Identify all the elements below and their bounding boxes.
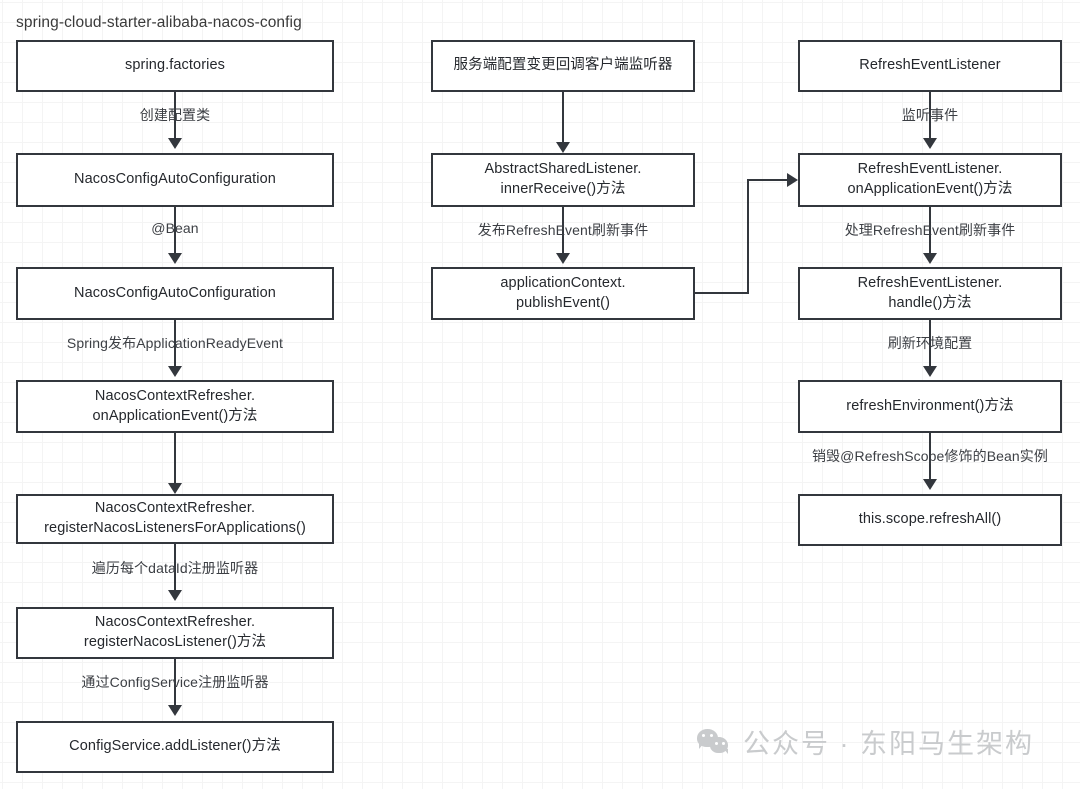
- node-label: NacosConfigAutoConfiguration: [74, 171, 276, 188]
- edge-arrowhead: [168, 483, 182, 494]
- watermark-text: 公众号 · 东阳马生架构: [743, 729, 1034, 759]
- node-label-line2: onApplicationEvent()方法: [847, 181, 1013, 197]
- node-label-line2: registerNacosListenersForApplications(): [44, 520, 306, 536]
- edge-label-iterate-dataid-register-listener: 遍历每个dataId注册监听器: [91, 560, 259, 576]
- edge-line: [929, 207, 931, 255]
- edge-label-listen-event: 监听事件: [901, 107, 959, 123]
- edge-arrowhead: [923, 479, 937, 490]
- edge-arrowhead: [923, 253, 937, 264]
- node-label: ConfigService.addListener()方法: [69, 738, 281, 755]
- edge-label-destroy-refresh-scope-beans: 销毁@RefreshScope修饰的Bean实例: [811, 448, 1049, 464]
- edge-line: [562, 92, 564, 146]
- node-nacos-context-refresher-on-application-event[interactable]: NacosContextRefresher. onApplicationEven…: [16, 380, 334, 433]
- left-column-title: spring-cloud-starter-alibaba-nacos-confi…: [16, 14, 302, 31]
- cross-edge-segment-h1: [695, 292, 749, 294]
- node-configservice-add-listener[interactable]: ConfigService.addListener()方法: [16, 721, 334, 773]
- node-label: RefreshEventListener: [859, 57, 1001, 74]
- node-label-line2: onApplicationEvent()方法: [92, 407, 258, 424]
- edge-arrowhead: [168, 590, 182, 601]
- node-nacos-config-auto-configuration-2[interactable]: NacosConfigAutoConfiguration: [16, 267, 334, 320]
- node-label: NacosConfigAutoConfiguration: [74, 284, 276, 301]
- node-label-line1: NacosContextRefresher.: [94, 387, 256, 404]
- edge-label-refresh-environment-config: 刷新环境配置: [887, 335, 973, 351]
- edge-label-bean: @Bean: [151, 220, 199, 236]
- node-label-line2: registerNacosListener()方法: [83, 634, 267, 650]
- node-refresh-environment[interactable]: refreshEnvironment()方法: [798, 380, 1062, 433]
- edge-line: [174, 544, 176, 592]
- edge-arrowhead: [168, 253, 182, 264]
- node-label: 服务端配置变更回调客户端监听器: [453, 57, 673, 74]
- node-spring-factories[interactable]: spring.factories: [16, 40, 334, 92]
- edge-line: [929, 92, 931, 140]
- node-label: spring.factories: [125, 57, 225, 74]
- edge-line: [174, 207, 176, 255]
- edge-arrowhead: [168, 705, 182, 716]
- node-nacos-context-refresher-register-nacos-listener[interactable]: NacosContextRefresher. registerNacosList…: [16, 607, 334, 659]
- node-nacos-config-auto-configuration-1[interactable]: NacosConfigAutoConfiguration: [16, 153, 334, 207]
- edge-line: [174, 320, 176, 368]
- node-label: this.scope.refreshAll(): [858, 511, 1002, 528]
- node-label-line1: AbstractSharedListener.: [484, 161, 642, 178]
- edge-line: [562, 207, 564, 255]
- edge-line: [929, 320, 931, 368]
- edge-line: [929, 433, 931, 481]
- node-label-line1: NacosContextRefresher.: [94, 500, 256, 517]
- edge-arrowhead: [556, 253, 570, 264]
- node-label-line2: publishEvent(): [515, 294, 611, 311]
- cross-edge-segment-h2: [747, 179, 791, 181]
- node-label-line1: NacosContextRefresher.: [94, 614, 256, 631]
- node-label-line1: applicationContext.: [500, 274, 626, 291]
- edge-arrowhead: [923, 138, 937, 149]
- edge-label-spring-publish-application-ready-event: Spring发布ApplicationReadyEvent: [66, 335, 284, 351]
- cross-edge-arrowhead: [787, 173, 798, 187]
- edge-arrowhead: [556, 142, 570, 153]
- edge-line: [174, 659, 176, 707]
- node-abstract-shared-listener-inner-receive[interactable]: AbstractSharedListener. innerReceive()方法: [431, 153, 695, 207]
- node-label-line2: innerReceive()方法: [500, 181, 626, 197]
- node-refresh-event-listener[interactable]: RefreshEventListener: [798, 40, 1062, 92]
- node-label-line2: handle()方法: [888, 294, 972, 311]
- node-nacos-context-refresher-register-nacos-listeners-for-applications[interactable]: NacosContextRefresher. registerNacosList…: [16, 494, 334, 544]
- node-label-line1: RefreshEventListener.: [857, 274, 1003, 291]
- watermark: 公众号 · 东阳马生架构: [697, 722, 1034, 761]
- edge-line: [174, 433, 176, 487]
- node-server-config-change-callback-client-listener[interactable]: 服务端配置变更回调客户端监听器: [431, 40, 695, 92]
- edge-label-register-listener-via-configservice: 通过ConfigService注册监听器: [81, 674, 269, 690]
- edge-line: [174, 92, 176, 140]
- cross-edge-segment-v: [747, 179, 749, 294]
- edge-arrowhead: [168, 366, 182, 377]
- edge-arrowhead: [923, 366, 937, 377]
- node-label: refreshEnvironment()方法: [846, 397, 1014, 414]
- node-label-line1: RefreshEventListener.: [857, 161, 1003, 178]
- wechat-icon: [697, 728, 731, 756]
- edge-arrowhead: [168, 138, 182, 149]
- edge-label-create-config-class: 创建配置类: [139, 107, 211, 123]
- node-refresh-event-listener-on-application-event[interactable]: RefreshEventListener. onApplicationEvent…: [798, 153, 1062, 207]
- edge-label-publish-refresh-event: 发布RefreshEvent刷新事件: [477, 222, 649, 238]
- edge-label-handle-refresh-event: 处理RefreshEvent刷新事件: [844, 222, 1016, 238]
- node-refresh-event-listener-handle[interactable]: RefreshEventListener. handle()方法: [798, 267, 1062, 320]
- node-application-context-publish-event[interactable]: applicationContext. publishEvent(): [431, 267, 695, 320]
- node-this-scope-refresh-all[interactable]: this.scope.refreshAll(): [798, 494, 1062, 546]
